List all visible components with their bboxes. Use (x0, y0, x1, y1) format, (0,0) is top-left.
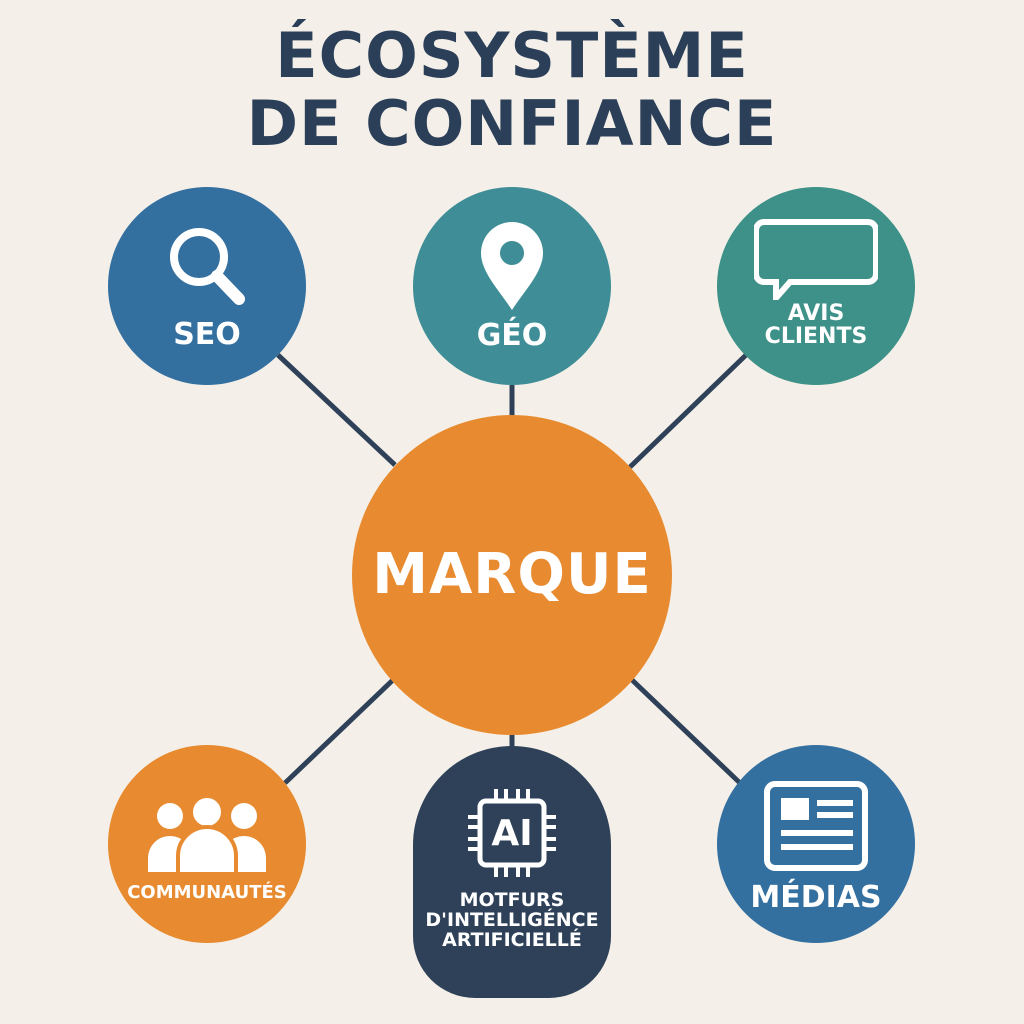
node-communautes: COMMUNAUTÉS (108, 745, 306, 943)
newspaper-icon (764, 781, 868, 872)
ai-chip-icon: AI (466, 787, 558, 879)
people-group-icon (148, 793, 266, 876)
node-avis-clients: AVIS CLIENTS (717, 187, 915, 385)
title-line-2: DE CONFIANCE (246, 87, 778, 160)
node-geo-label: GÉO (476, 318, 548, 354)
node-geo: GÉO (413, 187, 611, 385)
node-communautes-label: COMMUNAUTÉS (127, 881, 287, 903)
node-seo-label: SEO (173, 317, 241, 353)
node-ai: AI MOTFURS D'INTELLIGÉNCE ARTIFICIELLÉ (413, 746, 611, 998)
node-seo: SEO (108, 187, 306, 385)
diagram-title: ÉCOSYSTÈME DE CONFIANCE (0, 22, 1024, 158)
connector-communautes (283, 676, 397, 785)
hub-label: MARQUE (372, 541, 652, 607)
node-medias-label: MÉDIAS (750, 880, 882, 916)
hub-marque: MARQUE (352, 415, 672, 735)
node-avis-label-1: AVIS (787, 300, 845, 326)
node-avis-label-2: CLIENTS (764, 324, 868, 349)
node-ai-label-1: MOTFURS (459, 889, 565, 912)
node-ai-label-3: ARTIFICIELLÉ (442, 928, 582, 951)
title-line-1: ÉCOSYSTÈME (275, 19, 749, 92)
connector-medias (628, 676, 742, 785)
connector-avis (628, 353, 748, 469)
map-pin-icon (481, 222, 543, 311)
node-medias: MÉDIAS (717, 745, 915, 943)
search-icon (170, 228, 245, 306)
ai-chip-text: AI (491, 812, 533, 854)
review-stars-icon (754, 218, 878, 300)
node-ai-label-2: D'INTELLIGÉNCE (425, 909, 599, 932)
connector-seo (276, 353, 397, 467)
